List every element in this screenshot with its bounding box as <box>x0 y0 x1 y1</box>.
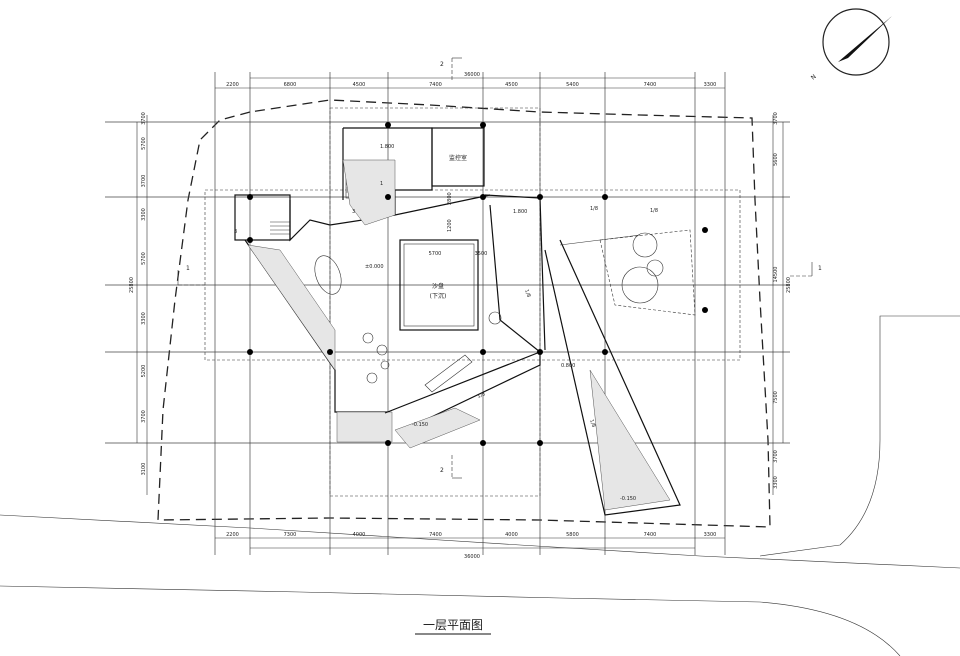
column-marker <box>385 122 391 128</box>
dimension-label: 3700 <box>141 112 147 125</box>
column-marker <box>327 349 333 355</box>
column-marker <box>602 194 608 200</box>
overall-dim-bottom: 36000 <box>464 554 480 560</box>
column-marker <box>385 194 391 200</box>
dimension-label: 5400 <box>566 82 579 88</box>
elevation-mark: 1.800 <box>513 209 527 215</box>
dimension-label: 3300 <box>141 208 147 221</box>
site-boundary <box>157 99 771 528</box>
inner-dim: 1200 <box>447 219 453 232</box>
overall-dim-left: 25800 <box>129 277 135 293</box>
dimension-label: 4500 <box>505 82 518 88</box>
dimension-label: 3700 <box>773 450 779 463</box>
stair-number: 3 <box>234 229 237 235</box>
control-room <box>431 127 485 187</box>
dimension-label: 7400 <box>429 532 442 538</box>
dimension-label: 5800 <box>566 532 579 538</box>
inner-dim: 3500 <box>475 251 488 257</box>
dimension-label: 5700 <box>141 137 147 150</box>
section-label-right: 1 <box>818 265 822 272</box>
overall-dim-top: 36000 <box>464 72 480 78</box>
elevation-mark: -0.150 <box>412 422 428 428</box>
dimension-label: 3300 <box>704 532 717 538</box>
sandbox-outer <box>399 239 479 331</box>
ramp-slope-label: 1/8 <box>588 419 596 429</box>
compass-icon <box>822 8 892 76</box>
inner-dim: 5700 <box>429 251 442 257</box>
column-marker <box>247 237 253 243</box>
dimension-label: 7400 <box>644 82 657 88</box>
section-label-left: 1 <box>186 265 190 272</box>
dimension-label: 4500 <box>353 82 366 88</box>
column-marker <box>537 440 543 446</box>
dimension-labels: 2200 6800 4500 7400 4500 5400 7400 3300 2200 7300… <box>129 72 792 560</box>
drawing-title: 一层平面图 <box>423 618 483 632</box>
dimension-label: 3300 <box>141 312 147 325</box>
inner-dim: 2800 <box>447 192 453 205</box>
column-marker <box>480 122 486 128</box>
ramp-slope-label: 1/8 <box>523 289 531 299</box>
dimension-label: 3700 <box>773 112 779 125</box>
section-label-bottom: 2 <box>440 467 444 474</box>
road-edge-right <box>759 315 960 557</box>
dimension-label: 3300 <box>773 476 779 489</box>
dimension-label: 7400 <box>429 82 442 88</box>
sandbox-inner <box>403 243 475 327</box>
stair-number: 3 <box>352 209 355 215</box>
section-mark-1 <box>177 262 813 286</box>
column-marker <box>702 227 708 233</box>
dimension-label: 14500 <box>773 267 779 283</box>
axis-grid <box>105 72 790 555</box>
control-room-label: 监控室 <box>449 154 467 162</box>
section-label-top: 2 <box>440 61 444 68</box>
dimension-label: 7500 <box>773 391 779 404</box>
column-marker <box>537 349 543 355</box>
dimension-label: 3700 <box>141 175 147 188</box>
tree-icon <box>621 232 664 304</box>
dimension-lines <box>136 77 784 549</box>
structural-columns <box>247 122 708 446</box>
elevation-mark: -0.150 <box>620 496 636 502</box>
column-marker <box>602 349 608 355</box>
building-walls <box>234 127 696 516</box>
column-marker <box>385 440 391 446</box>
dimension-label: 3300 <box>704 82 717 88</box>
road-edge-lower <box>0 585 901 656</box>
dimension-label: 7400 <box>644 532 657 538</box>
sandbox-label: 沙盘 <box>432 282 444 290</box>
column-marker <box>247 194 253 200</box>
dimension-label: 4000 <box>505 532 518 538</box>
dimension-label: 5600 <box>773 153 779 166</box>
elevation-mark: 1.800 <box>380 144 394 150</box>
column-marker <box>480 440 486 446</box>
dimension-label: 3100 <box>141 463 147 476</box>
road-edge-upper <box>0 514 960 569</box>
dimension-label: 5200 <box>141 365 147 378</box>
sandbox-note: (下沉) <box>430 292 447 300</box>
dimension-label: 2200 <box>226 532 239 538</box>
section-mark-2 <box>451 57 462 479</box>
podium-outline <box>204 189 741 361</box>
column-marker <box>247 349 253 355</box>
dimension-label: 2200 <box>226 82 239 88</box>
dimension-label: 4000 <box>353 532 366 538</box>
dimension-label: 7300 <box>284 532 297 538</box>
column-marker <box>537 194 543 200</box>
elevation-mark: 0.800 <box>561 363 575 369</box>
dimension-label: 3700 <box>141 410 147 423</box>
stair-number: 1 <box>380 181 383 187</box>
north-label: N <box>810 73 818 81</box>
overall-dim-right: 25800 <box>786 277 792 293</box>
ramp-slope-label: 1/8 <box>650 208 658 214</box>
dimension-label: 5700 <box>141 252 147 265</box>
ramp-slope-label: 1/8 <box>590 206 598 212</box>
ramp-slope-label: 1/8 <box>477 391 487 400</box>
elevation-mark: ±0.000 <box>365 264 384 270</box>
column-marker <box>702 307 708 313</box>
column-marker <box>480 194 486 200</box>
dimension-label: 6800 <box>284 82 297 88</box>
column-marker <box>480 349 486 355</box>
